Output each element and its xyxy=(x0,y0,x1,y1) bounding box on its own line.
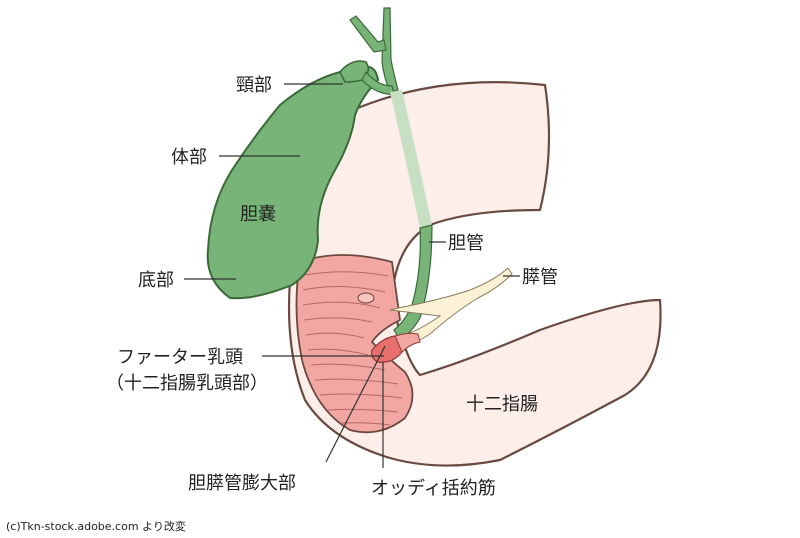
hepatic-duct-branch xyxy=(349,15,387,53)
label-neck: 頸部 xyxy=(236,75,272,96)
wall-striations xyxy=(302,271,403,426)
papilla-fold xyxy=(357,292,375,304)
label-ampulla: 胆膵管膨大部 xyxy=(188,473,296,494)
label-duodenum: 十二指腸 xyxy=(466,394,538,415)
label-papilla: ファーター乳頭 xyxy=(117,347,243,368)
credit-text: (c)Tkn-stock.adobe.com より改変 xyxy=(6,519,186,533)
gallbladder-shape xyxy=(206,65,380,300)
gallbladder-neck xyxy=(339,60,370,83)
label-bile-duct: 胆管 xyxy=(448,233,484,254)
leader-ampulla xyxy=(325,345,386,463)
label-oddi: オッディ括約筋 xyxy=(371,478,496,499)
label-body: 体部 xyxy=(171,147,207,168)
label-pancreatic-duct: 膵管 xyxy=(522,267,558,288)
label-gallbladder: 胆嚢 xyxy=(240,204,276,225)
label-papilla-sub: （十二指腸乳頭部） xyxy=(106,373,268,394)
bile-duct-hidden xyxy=(390,90,432,228)
label-fundus: 底部 xyxy=(138,270,174,291)
ampulla-sphincter xyxy=(394,332,421,353)
hepatic-duct xyxy=(381,7,399,93)
